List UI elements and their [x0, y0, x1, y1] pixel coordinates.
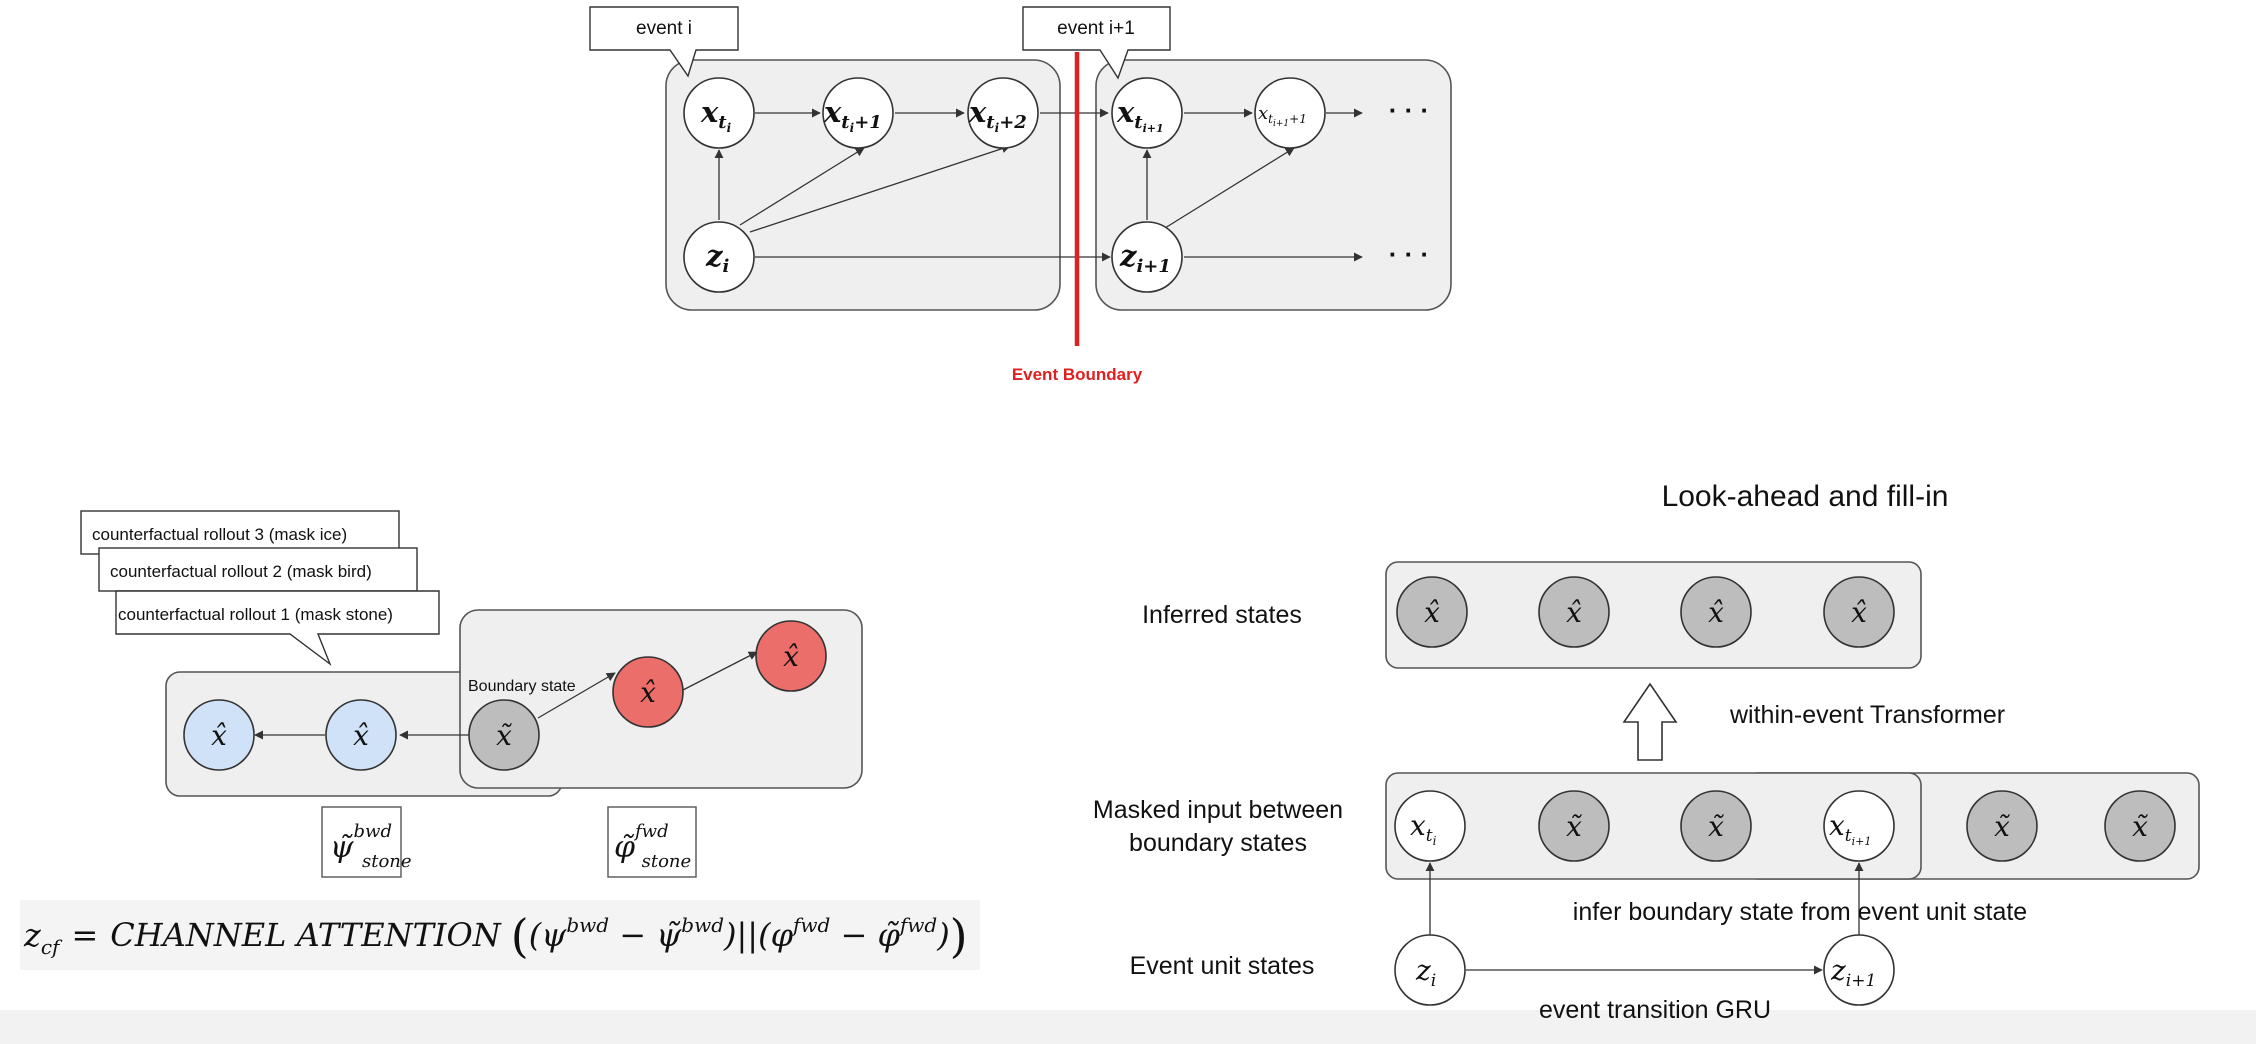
callout-rollout-3: counterfactual rollout 3 (mask ice) [80, 510, 400, 555]
svg-text:x̂: x̂ [211, 719, 227, 752]
ellipsis-bottom: · · · [1389, 239, 1429, 269]
svg-text:xti+1: xti+1 [823, 95, 882, 135]
svg-text:x̂: x̂ [353, 719, 369, 752]
svg-text:x̃: x̃ [1708, 810, 1724, 843]
counterfactual-panel: counterfactual rollout 3 (mask ice) coun… [80, 510, 863, 878]
masked-input-box [1385, 772, 1922, 880]
gru-label: event transition GRU [1539, 996, 1771, 1024]
boundary-state-label: Boundary state [468, 678, 576, 695]
node-x-t-next-plus-1: xti+1+1 [1254, 77, 1326, 149]
masked-node-6: x̃ [2104, 790, 2176, 862]
svg-text:x̂: x̂ [640, 676, 656, 709]
node-z-i: zi [683, 221, 755, 293]
event-i1-label: event i+1 [1057, 18, 1135, 39]
masked-node-3: x̃ [1680, 790, 1752, 862]
svg-text:x̃: x̃ [496, 719, 512, 752]
inferred-states-box [1385, 561, 1922, 669]
inferred-node-2: x̂ [1538, 576, 1610, 648]
callout-rollout-2: counterfactual rollout 2 (mask bird) [98, 547, 418, 592]
svg-text:xti+1: xti+1 [1116, 95, 1164, 135]
boundary-state-node: x̃ [468, 699, 540, 771]
svg-text:xti+1: xti+1 [1829, 809, 1871, 848]
transformer-arrow [1622, 682, 1678, 761]
inferred-node-3: x̂ [1680, 576, 1752, 648]
masked-label-line2: boundary states [1129, 829, 1307, 857]
svg-text:x̂: x̂ [1424, 596, 1440, 629]
svg-text:xti+1+1: xti+1+1 [1258, 103, 1307, 129]
bottom-band [0, 1010, 2256, 1044]
blue-node-1: x̂ [183, 699, 255, 771]
inferred-node-4: x̂ [1823, 576, 1895, 648]
masked-node-x-ti: xti [1394, 790, 1466, 862]
svg-text:xti+2: xti+2 [968, 95, 1027, 135]
svg-text:x̃: x̃ [2132, 810, 2148, 843]
node-x-ti: xti [683, 77, 755, 149]
svg-text:counterfactual rollout 2 (mask: counterfactual rollout 2 (mask bird) [110, 562, 372, 581]
svg-text:zi+1: zi+1 [1119, 239, 1171, 277]
formula-background [20, 900, 980, 970]
masked-label-line1: Masked input between [1093, 796, 1343, 824]
svg-text:xti: xti [700, 95, 732, 135]
ellipsis-top: · · · [1389, 95, 1429, 125]
svg-text:x̂: x̂ [1566, 596, 1582, 629]
red-node-1: x̂ [612, 656, 684, 728]
event-i-callout: event i [589, 6, 739, 78]
svg-text:counterfactual rollout 3 (mask: counterfactual rollout 3 (mask ice) [92, 525, 347, 544]
svg-text:x̂: x̂ [1851, 596, 1867, 629]
node-x-t-next: xti+1 [1111, 77, 1183, 149]
event-i1-callout: event i+1 [1022, 6, 1171, 80]
event-i-label: event i [636, 18, 692, 39]
event-i-box [665, 59, 1061, 311]
callout-rollout-1: counterfactual rollout 1 (mask stone) [115, 590, 440, 667]
infer-boundary-label: infer boundary state from event unit sta… [1573, 898, 2027, 926]
svg-text:zi: zi [1415, 954, 1436, 991]
blue-node-2: x̂ [325, 699, 397, 771]
masked-node-5: x̃ [1966, 790, 2038, 862]
inferred-node-1: x̂ [1396, 576, 1468, 648]
transformer-label: within-event Transformer [1729, 701, 2005, 729]
event-graphical-model: event i event i+1 xti xti+1 xti [589, 6, 1452, 384]
svg-text:counterfactual rollout 1 (mask: counterfactual rollout 1 (mask stone) [118, 605, 393, 624]
event-unit-z-i1: zi+1 [1823, 934, 1895, 1006]
masked-node-2: x̃ [1538, 790, 1610, 862]
svg-text:zi: zi [705, 239, 729, 277]
svg-text:xti: xti [1410, 809, 1437, 848]
svg-text:zcf=CHANNEL ATTENTION((ψbwd −: zcf=CHANNEL ATTENTION((ψbwd − ψ̃bwd)||(φ… [23, 909, 968, 963]
node-x-ti-plus-1: xti+1 [822, 77, 894, 149]
channel-attention-formula: zcf=CHANNEL ATTENTION((ψbwd − ψ̃bwd)||(φ… [20, 900, 980, 970]
svg-text:x̃: x̃ [1994, 810, 2010, 843]
event-boundary-label: Event Boundary [1012, 365, 1143, 384]
inferred-states-label: Inferred states [1142, 601, 1302, 629]
lookahead-title: Look-ahead and fill-in [1662, 480, 1949, 513]
svg-text:x̂: x̂ [783, 640, 799, 673]
svg-text:zi+1: zi+1 [1830, 954, 1876, 991]
event-i1-box [1095, 59, 1452, 311]
node-z-i-plus-1: zi+1 [1111, 221, 1183, 293]
lookahead-panel: Look-ahead and fill-in Inferred states x… [1093, 480, 2200, 1024]
svg-text:x̂: x̂ [1708, 596, 1724, 629]
event-unit-label: Event unit states [1130, 952, 1315, 980]
masked-node-x-ti1: xti+1 [1823, 790, 1895, 862]
event-unit-z-i: zi [1394, 934, 1466, 1006]
svg-text:x̃: x̃ [1566, 810, 1582, 843]
node-x-ti-plus-2: xti+2 [967, 77, 1039, 149]
red-node-2: x̂ [755, 620, 827, 692]
